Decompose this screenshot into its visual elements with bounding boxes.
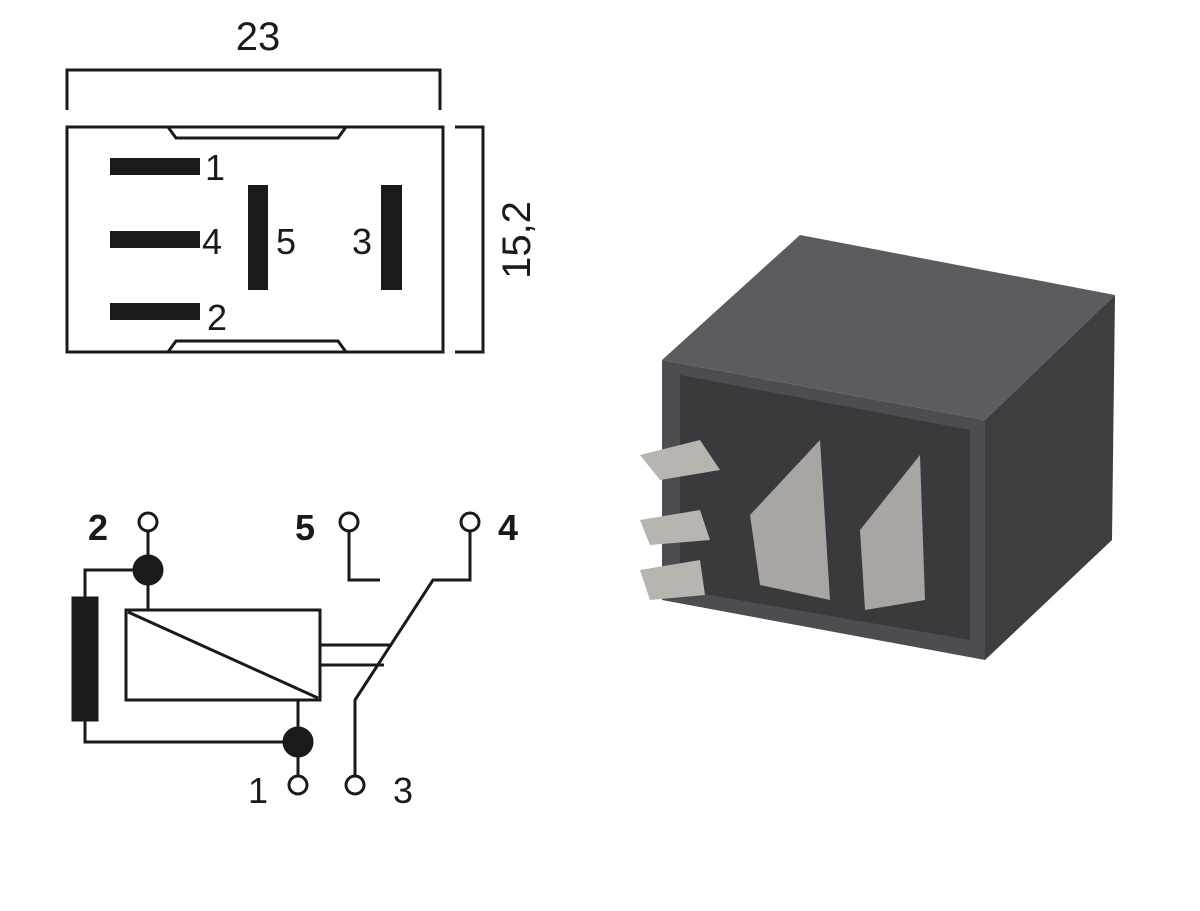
relay-photo (640, 235, 1115, 660)
height-dimension-label: 15,2 (495, 201, 539, 279)
terminal-1 (287, 774, 309, 796)
footprint-drawing (65, 68, 485, 354)
pin-4-pad (110, 231, 200, 248)
junction-dot (282, 726, 314, 758)
bottom-notch (166, 339, 348, 353)
terminal-1-label: 1 (248, 770, 268, 811)
resistor (71, 596, 99, 722)
mechanical-link (320, 643, 392, 667)
coil-diagonal (127, 610, 319, 700)
terminal-4-label: 4 (498, 507, 518, 548)
relay-outline (65, 125, 445, 354)
terminal-4 (459, 511, 481, 533)
relay-top-face (662, 235, 1115, 420)
wire (83, 720, 298, 744)
relay-side-face (985, 295, 1115, 660)
width-dimension-bracket (65, 68, 442, 110)
terminal-3-label: 3 (393, 770, 413, 811)
no-contact-4 (353, 531, 472, 775)
wire (83, 568, 148, 598)
pin-3-label: 3 (352, 221, 372, 262)
top-notch (166, 126, 348, 140)
terminal-2-label: 2 (88, 507, 108, 548)
pin-5-pad (248, 185, 268, 290)
relay-pin (860, 455, 925, 610)
relay-pin (640, 510, 710, 545)
terminal-2 (137, 511, 159, 533)
pin-4-label: 4 (202, 221, 222, 262)
pin-5-label: 5 (276, 221, 296, 262)
pin-3-pad (381, 185, 402, 290)
nc-contact-5 (347, 531, 380, 582)
pin-1-label: 1 (205, 147, 225, 188)
width-dimension-label: 23 (236, 15, 281, 59)
pin-pads (110, 158, 402, 320)
relay-pin (640, 440, 720, 480)
relay-pin (640, 560, 705, 600)
circuit-schematic (71, 511, 481, 796)
pin-1-pad (110, 158, 200, 175)
terminal-3 (344, 774, 366, 796)
height-dimension-bracket (455, 125, 485, 354)
relay-pin (750, 440, 830, 600)
pin-2-label: 2 (207, 297, 227, 338)
pin-2-pad (110, 303, 200, 320)
terminal-5 (338, 511, 360, 533)
junction-dot (132, 554, 164, 586)
coil (124, 608, 322, 702)
terminal-5-label: 5 (295, 507, 315, 548)
